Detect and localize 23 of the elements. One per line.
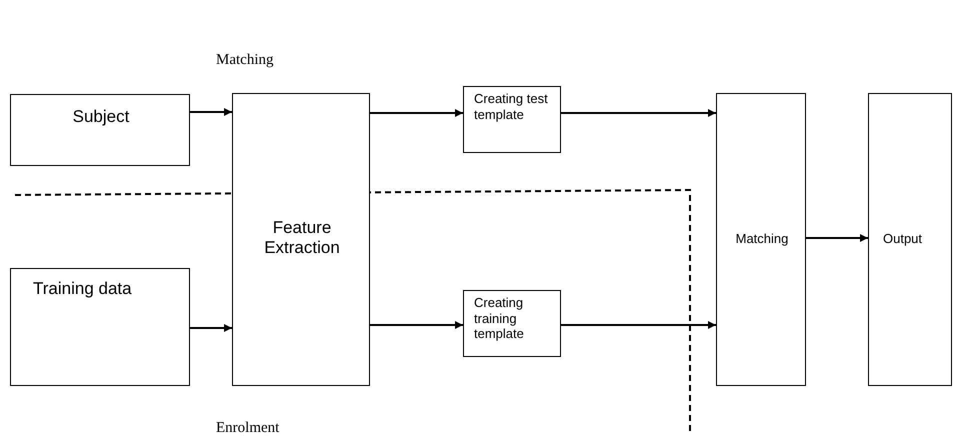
box-label: Training data: [33, 279, 133, 300]
arrow: [806, 234, 868, 242]
process-box: [10, 268, 190, 386]
process-box: [463, 290, 561, 357]
process-box: [716, 93, 806, 386]
box-label: Matching: [734, 231, 790, 247]
arrow: [561, 321, 716, 329]
box-label: Creating test template: [474, 91, 549, 122]
process-box: [232, 93, 370, 386]
arrow: [370, 321, 463, 329]
section-label: Matching: [216, 52, 274, 69]
arrow: [190, 324, 232, 332]
arrow: [370, 109, 463, 117]
box-label: Output: [883, 231, 924, 247]
process-box: [463, 86, 561, 153]
process-box: [868, 93, 952, 386]
box-label: Creating training template: [474, 295, 525, 342]
box-label: Subject: [72, 107, 130, 128]
process-box: [10, 94, 190, 166]
box-label: Feature Extraction: [263, 218, 341, 259]
arrow: [190, 108, 232, 116]
arrow: [561, 109, 716, 117]
section-label: Enrolment: [216, 420, 280, 437]
